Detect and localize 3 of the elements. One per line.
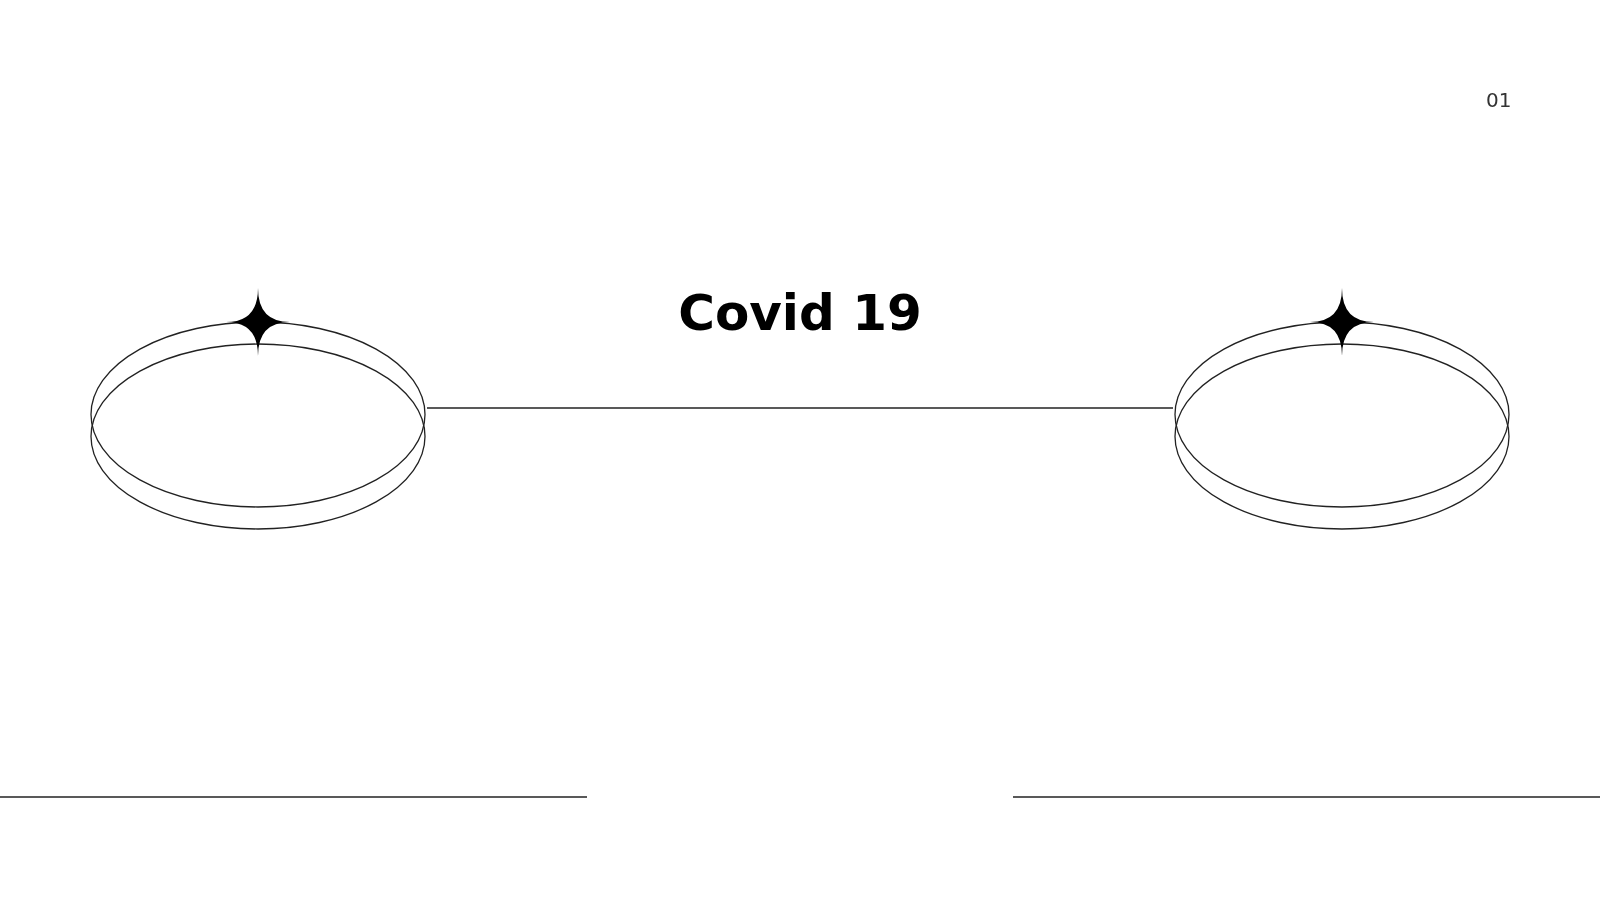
slide-title: Covid 19 [678,284,922,342]
connector-line [426,407,1174,409]
page-number: 01 [1486,88,1512,112]
